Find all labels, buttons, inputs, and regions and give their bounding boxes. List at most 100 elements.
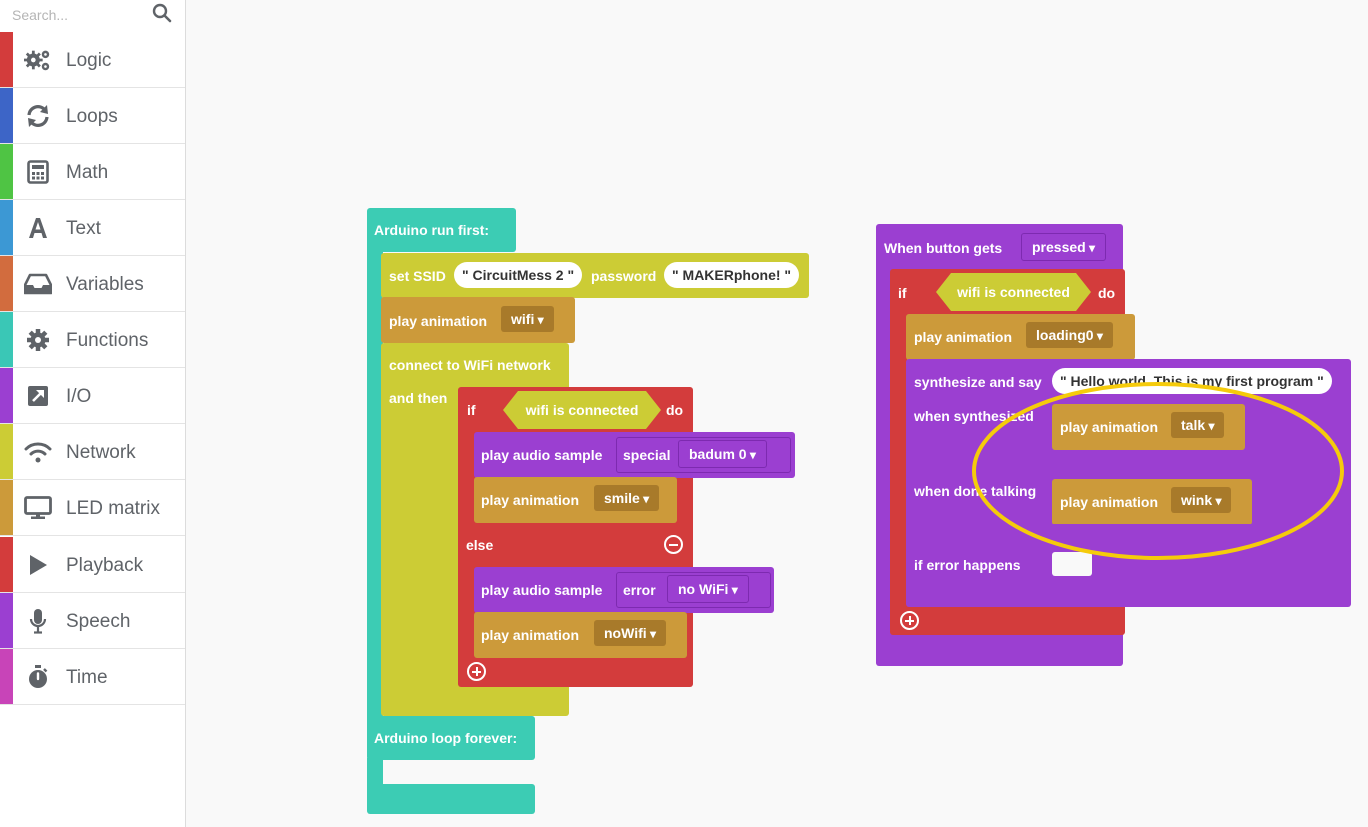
category-variables[interactable]: Variables bbox=[0, 256, 185, 312]
add-else-if-button[interactable] bbox=[900, 611, 919, 630]
category-color-strip bbox=[0, 537, 13, 592]
category-logic[interactable]: Logic bbox=[0, 32, 185, 88]
highlight-ellipse bbox=[972, 382, 1344, 560]
animation-dropdown-smile[interactable]: smile bbox=[594, 485, 660, 511]
do-label: do bbox=[1098, 285, 1116, 301]
category-label: Logic bbox=[66, 50, 112, 71]
category-loops[interactable]: Loops bbox=[0, 88, 185, 144]
inbox-icon bbox=[24, 271, 52, 297]
error-label: error bbox=[623, 582, 656, 598]
do-label: do bbox=[666, 402, 684, 418]
stopwatch-icon bbox=[24, 664, 52, 690]
category-led-matrix[interactable]: LED matrix bbox=[0, 480, 185, 536]
external-link-icon bbox=[24, 383, 52, 409]
set-ssid-label: set SSID bbox=[389, 268, 446, 284]
play-animation-label: play animation bbox=[481, 627, 580, 643]
monitor-icon bbox=[24, 495, 52, 521]
category-label: Functions bbox=[66, 330, 149, 351]
category-label: Variables bbox=[66, 274, 144, 295]
category-label: Network bbox=[66, 442, 136, 463]
if-label: if bbox=[467, 402, 476, 418]
arduino-loop-forever-label: Arduino loop forever: bbox=[374, 730, 518, 746]
category-speech[interactable]: Speech bbox=[0, 593, 185, 649]
play-icon bbox=[24, 552, 52, 578]
play-animation-label: play animation bbox=[914, 329, 1013, 345]
animation-dropdown-talk[interactable]: talk bbox=[1171, 412, 1225, 438]
when-done-talking-label: when done talking bbox=[914, 483, 1037, 499]
synthesize-and-say-label: synthesize and say bbox=[914, 374, 1042, 390]
category-label: Speech bbox=[66, 611, 131, 632]
microphone-icon bbox=[24, 608, 52, 634]
gear-icon bbox=[24, 327, 52, 353]
category-label: Playback bbox=[66, 555, 144, 576]
category-color-strip bbox=[0, 593, 13, 648]
category-text[interactable]: Text bbox=[0, 200, 185, 256]
animation-dropdown-loading[interactable]: loading0 bbox=[1026, 322, 1113, 348]
category-functions[interactable]: Functions bbox=[0, 312, 185, 368]
category-color-strip bbox=[0, 649, 13, 704]
sample-dropdown-badum[interactable]: badum 0 bbox=[678, 440, 767, 468]
animation-dropdown-wink[interactable]: wink bbox=[1171, 487, 1232, 513]
category-color-strip bbox=[0, 424, 13, 479]
category-color-strip bbox=[0, 480, 13, 535]
play-audio-sample-label: play audio sample bbox=[481, 447, 603, 463]
wifi-connected-condition[interactable]: wifi is connected bbox=[503, 391, 661, 429]
arduino-run-first-body bbox=[367, 240, 383, 720]
category-label: Text bbox=[66, 218, 101, 239]
text-a-icon bbox=[24, 215, 52, 241]
gears-icon bbox=[24, 47, 52, 73]
button-event-dropdown[interactable]: pressed bbox=[1021, 233, 1107, 261]
category-color-strip bbox=[0, 312, 13, 367]
search-icon[interactable] bbox=[152, 3, 172, 28]
password-field[interactable]: " MAKERphone! " bbox=[664, 262, 800, 288]
if-error-happens-label: if error happens bbox=[914, 557, 1021, 573]
else-label: else bbox=[466, 537, 494, 553]
wifi-connected-condition[interactable]: wifi is connected bbox=[936, 273, 1091, 311]
if-label: if bbox=[898, 285, 907, 301]
search-input[interactable] bbox=[10, 4, 149, 26]
block-notch bbox=[1052, 552, 1092, 576]
category-color-strip bbox=[0, 200, 13, 255]
category-time[interactable]: Time bbox=[0, 649, 185, 705]
special-label: special bbox=[623, 447, 671, 463]
toolbox-sidebar: Logic Loops Math Text Variables Function… bbox=[0, 0, 186, 827]
play-animation-label: play animation bbox=[481, 492, 580, 508]
wifi-icon bbox=[24, 439, 52, 465]
blocks-workspace[interactable]: Arduino run first: Arduino loop forever:… bbox=[186, 0, 1368, 827]
arduino-run-first-block[interactable] bbox=[367, 208, 516, 252]
remove-else-button[interactable] bbox=[664, 535, 683, 554]
play-animation-label: play animation bbox=[1060, 419, 1159, 435]
animation-dropdown-wifi[interactable]: wifi bbox=[501, 306, 554, 332]
category-label: I/O bbox=[66, 386, 92, 407]
category-color-strip bbox=[0, 256, 13, 311]
sample-dropdown-no-wifi[interactable]: no WiFi bbox=[667, 575, 749, 603]
category-math[interactable]: Math bbox=[0, 144, 185, 200]
and-then-label: and then bbox=[389, 390, 448, 406]
play-animation-label: play animation bbox=[389, 313, 488, 329]
block-notch bbox=[383, 760, 423, 784]
category-color-strip bbox=[0, 144, 13, 199]
arduino-loop-forever-block[interactable] bbox=[367, 716, 535, 760]
category-network[interactable]: Network bbox=[0, 424, 185, 480]
category-io[interactable]: I/O bbox=[0, 368, 185, 424]
category-label: LED matrix bbox=[66, 498, 160, 519]
category-label: Time bbox=[66, 667, 108, 688]
category-label: Math bbox=[66, 162, 109, 183]
play-animation-label: play animation bbox=[1060, 494, 1159, 510]
category-color-strip bbox=[0, 32, 13, 87]
category-color-strip bbox=[0, 88, 13, 143]
arduino-loop-forever-body bbox=[367, 758, 383, 788]
when-button-label: When button gets bbox=[884, 240, 1003, 256]
calculator-icon bbox=[24, 159, 52, 185]
when-synthesized-label: when synthesized bbox=[914, 408, 1034, 424]
animation-dropdown-nowifi[interactable]: noWifi bbox=[594, 620, 666, 646]
password-label: password bbox=[591, 268, 657, 284]
add-else-if-button[interactable] bbox=[467, 662, 486, 681]
arduino-loop-forever-footer bbox=[367, 784, 535, 814]
play-audio-sample-label: play audio sample bbox=[481, 582, 603, 598]
connect-wifi-label: connect to WiFi network bbox=[389, 357, 551, 373]
ssid-field[interactable]: " CircuitMess 2 " bbox=[454, 262, 583, 288]
arduino-run-first-label: Arduino run first: bbox=[374, 222, 490, 238]
category-playback[interactable]: Playback bbox=[0, 537, 185, 593]
category-color-strip bbox=[0, 368, 13, 423]
